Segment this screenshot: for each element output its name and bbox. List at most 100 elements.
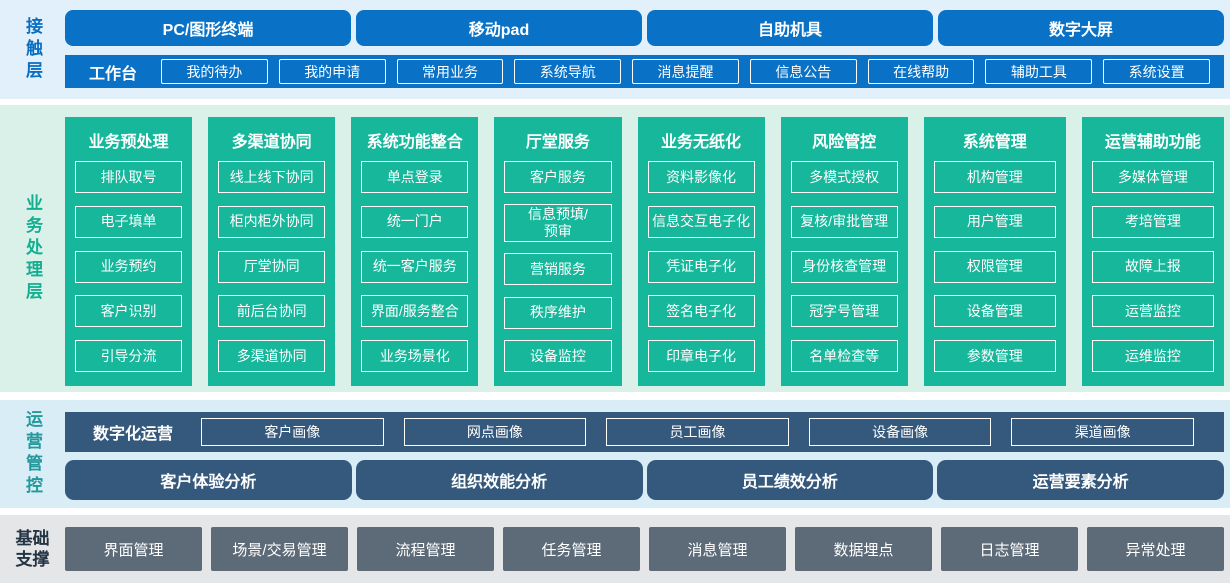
column-item[interactable]: 权限管理 xyxy=(933,250,1056,283)
portrait-item[interactable]: 客户画像 xyxy=(201,418,384,446)
foundation-item[interactable]: 异常处理 xyxy=(1087,527,1224,571)
analysis-button[interactable]: 运营要素分析 xyxy=(937,460,1224,500)
column-title: 多渠道协同 xyxy=(231,134,312,151)
workbench-item[interactable]: 我的申请 xyxy=(278,59,386,84)
workbench-item[interactable]: 系统导航 xyxy=(514,59,622,84)
column-item[interactable]: 客户识别 xyxy=(75,295,183,328)
foundation-item[interactable]: 日志管理 xyxy=(941,527,1078,571)
portrait-item[interactable]: 网点画像 xyxy=(403,418,587,446)
workbench-band: 工作台 我的待办我的申请常用业务系统导航消息提醒信息公告在线帮助辅助工具系统设置 xyxy=(65,55,1224,88)
column-item[interactable]: 前后台协同 xyxy=(218,295,326,328)
column-item[interactable]: 运维监控 xyxy=(1091,340,1214,372)
column-item[interactable]: 机构管理 xyxy=(933,161,1056,193)
column-item[interactable]: 电子填单 xyxy=(75,205,183,238)
portrait-items: 客户画像网点画像员工画像设备画像渠道画像 xyxy=(201,418,1194,446)
analysis-button[interactable]: 客户体验分析 xyxy=(65,460,352,500)
column-item[interactable]: 统一客户服务 xyxy=(361,250,469,283)
operations-layer-label: 运营管控 xyxy=(23,410,42,498)
foundation-item[interactable]: 流程管理 xyxy=(357,527,494,571)
column-item[interactable]: 柜内柜外协同 xyxy=(218,205,326,238)
column-item[interactable]: 名单检查等 xyxy=(790,340,898,372)
column-item[interactable]: 多渠道协同 xyxy=(218,340,326,372)
column-item[interactable]: 信息预填/ 预审 xyxy=(504,204,612,242)
business-column: 系统管理 机构管理用户管理权限管理设备管理参数管理 xyxy=(923,117,1066,386)
column-item[interactable]: 资料影像化 xyxy=(647,161,755,193)
column-item[interactable]: 多模式授权 xyxy=(790,161,898,193)
terminal-button[interactable]: PC/图形终端 xyxy=(65,10,351,46)
business-column: 业务预处理 排队取号电子填单业务预约客户识别引导分流 xyxy=(65,117,193,386)
column-item[interactable]: 身份核查管理 xyxy=(790,250,898,283)
terminal-button[interactable]: 自助机具 xyxy=(647,10,933,46)
column-item[interactable]: 厅堂协同 xyxy=(218,250,326,283)
column-item[interactable]: 统一门户 xyxy=(361,205,469,238)
digital-operations-label: 数字化运营 xyxy=(93,426,174,443)
analysis-button[interactable]: 员工绩效分析 xyxy=(646,460,934,500)
column-title: 风险管控 xyxy=(812,134,877,151)
column-item[interactable]: 考培管理 xyxy=(1091,205,1214,238)
workbench-item[interactable]: 我的待办 xyxy=(161,59,268,84)
column-title: 系统功能整合 xyxy=(366,134,463,151)
column-item[interactable]: 信息交互电子化 xyxy=(647,205,755,238)
operations-layer-section: 运营管控 数字化运营 客户画像网点画像员工画像设备画像渠道画像 客户体验分析组织… xyxy=(0,400,1230,508)
column-item[interactable]: 业务预约 xyxy=(75,250,183,283)
analysis-button[interactable]: 组织效能分析 xyxy=(355,460,643,500)
column-item[interactable]: 签名电子化 xyxy=(647,295,755,328)
column-item[interactable]: 单点登录 xyxy=(361,161,469,193)
column-title: 运营辅助功能 xyxy=(1104,134,1201,151)
contact-layer-label: 接触层 xyxy=(23,16,42,83)
terminal-button[interactable]: 数字大屏 xyxy=(938,10,1224,46)
column-item[interactable]: 引导分流 xyxy=(75,340,183,372)
column-item[interactable]: 秩序维护 xyxy=(504,296,612,329)
workbench-label: 工作台 xyxy=(89,65,138,83)
column-item[interactable]: 设备管理 xyxy=(933,295,1056,328)
business-column: 系统功能整合 单点登录统一门户统一客户服务界面/服务整合业务场景化 xyxy=(351,117,479,386)
column-item[interactable]: 设备监控 xyxy=(504,339,612,372)
foundation-item[interactable]: 消息管理 xyxy=(649,527,786,571)
business-column: 风险管控 多模式授权复核/审批管理身份核查管理冠字号管理名单检查等 xyxy=(780,117,908,386)
workbench-item[interactable]: 辅助工具 xyxy=(985,59,1093,84)
column-title: 业务无纸化 xyxy=(661,134,742,151)
foundation-layer-label: 基础支撑 xyxy=(0,515,65,583)
column-title: 厅堂服务 xyxy=(525,134,590,151)
column-item[interactable]: 参数管理 xyxy=(933,340,1056,372)
workbench-items: 我的待办我的申请常用业务系统导航消息提醒信息公告在线帮助辅助工具系统设置 xyxy=(161,59,1211,84)
foundation-item[interactable]: 界面管理 xyxy=(65,527,202,571)
column-title: 业务预处理 xyxy=(88,134,169,151)
workbench-item[interactable]: 常用业务 xyxy=(396,59,504,84)
business-column: 厅堂服务 客户服务信息预填/ 预审营销服务秩序维护设备监控 xyxy=(494,117,622,386)
column-item[interactable]: 用户管理 xyxy=(933,205,1056,238)
column-item[interactable]: 印章电子化 xyxy=(647,340,755,372)
portrait-item[interactable]: 渠道画像 xyxy=(1011,418,1194,446)
column-item[interactable]: 故障上报 xyxy=(1091,250,1214,283)
business-column: 运营辅助功能 多媒体管理考培管理故障上报运营监控运维监控 xyxy=(1081,117,1224,386)
column-item[interactable]: 冠字号管理 xyxy=(790,295,898,328)
column-item[interactable]: 复核/审批管理 xyxy=(790,205,898,238)
portrait-item[interactable]: 设备画像 xyxy=(808,418,992,446)
foundation-layer-label-text: 基础支撑 xyxy=(15,528,50,569)
analysis-row: 客户体验分析组织效能分析员工绩效分析运营要素分析 xyxy=(65,460,1224,500)
portrait-item[interactable]: 员工画像 xyxy=(606,418,789,446)
column-item[interactable]: 多媒体管理 xyxy=(1091,161,1214,193)
column-item[interactable]: 排队取号 xyxy=(75,161,183,193)
foundation-item[interactable]: 任务管理 xyxy=(503,527,640,571)
column-item[interactable]: 界面/服务整合 xyxy=(361,295,469,328)
column-item[interactable]: 运营监控 xyxy=(1091,295,1214,328)
foundation-item[interactable]: 数据埋点 xyxy=(795,527,932,571)
column-item[interactable]: 客户服务 xyxy=(504,161,612,193)
column-item[interactable]: 业务场景化 xyxy=(361,340,469,372)
column-item[interactable]: 线上线下协同 xyxy=(218,161,326,193)
business-layer-section: 业务处理层 业务预处理 排队取号电子填单业务预约客户识别引导分流 多渠道协同 线… xyxy=(0,105,1230,392)
workbench-item[interactable]: 消息提醒 xyxy=(632,59,739,84)
workbench-item[interactable]: 系统设置 xyxy=(1103,59,1211,84)
workbench-item[interactable]: 在线帮助 xyxy=(867,59,975,84)
digital-operations-band: 数字化运营 客户画像网点画像员工画像设备画像渠道画像 xyxy=(65,412,1224,452)
foundation-item[interactable]: 场景/交易管理 xyxy=(211,527,348,571)
workbench-item[interactable]: 信息公告 xyxy=(749,59,857,84)
column-item[interactable]: 凭证电子化 xyxy=(647,250,755,283)
business-column: 业务无纸化 资料影像化信息交互电子化凭证电子化签名电子化印章电子化 xyxy=(637,117,765,386)
column-item[interactable]: 营销服务 xyxy=(504,253,612,286)
business-columns: 业务预处理 排队取号电子填单业务预约客户识别引导分流 多渠道协同 线上线下协同柜… xyxy=(65,117,1230,392)
terminal-button[interactable]: 移动pad xyxy=(356,10,642,46)
